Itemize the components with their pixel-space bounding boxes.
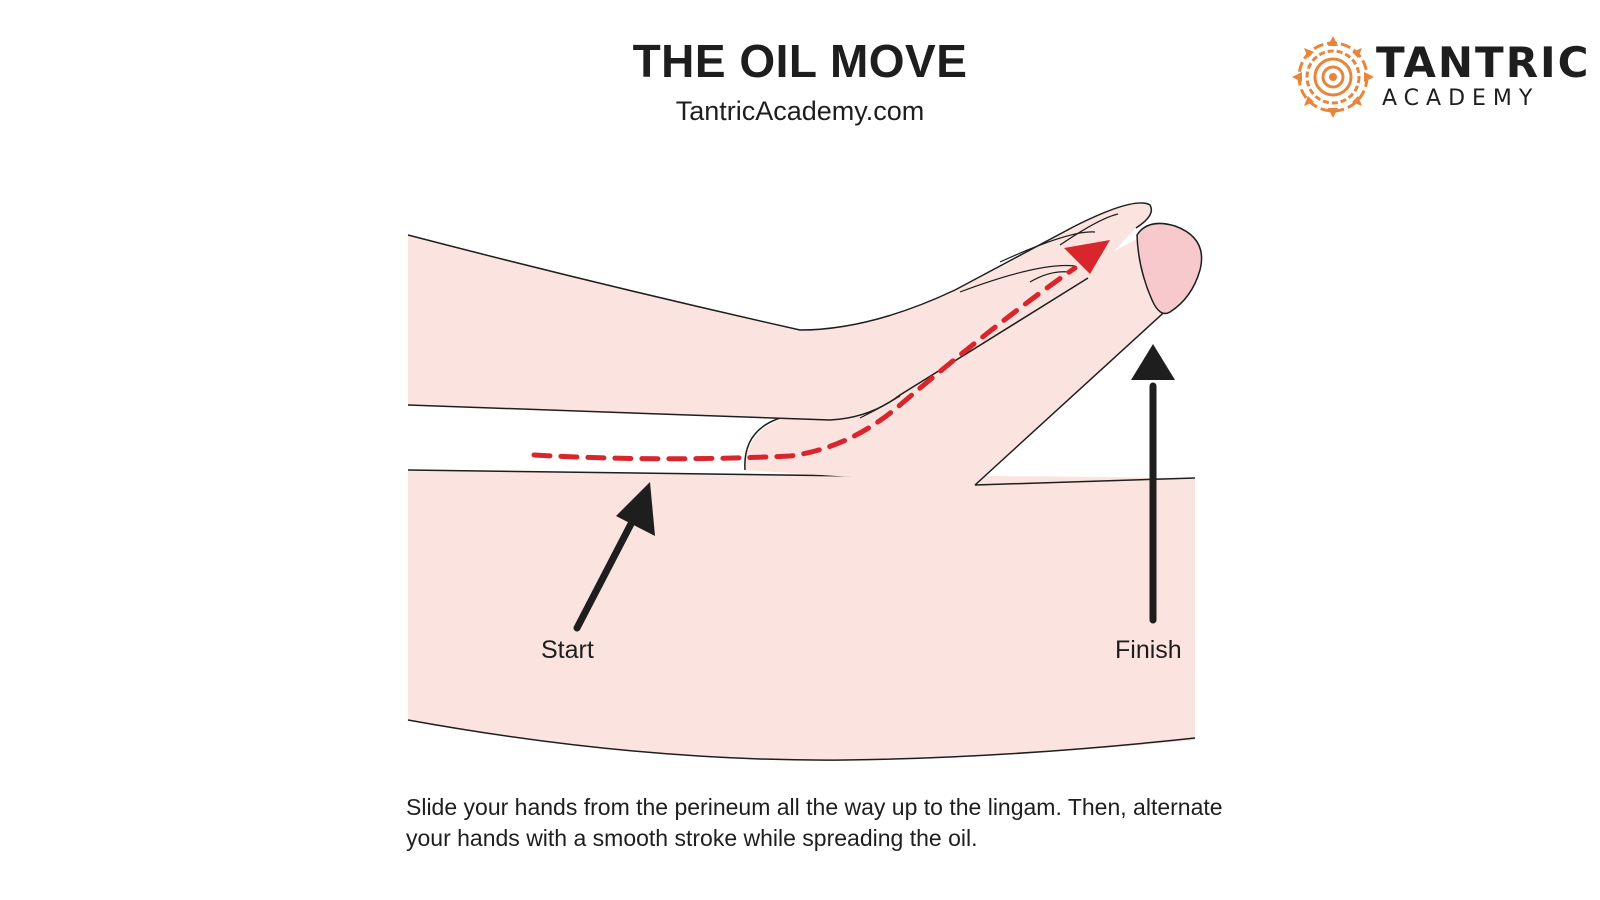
start-arrowhead <box>616 482 655 536</box>
lingam-tip <box>1136 222 1203 315</box>
hand <box>408 202 1152 420</box>
logo-subtitle: ACADEMY <box>1382 86 1540 111</box>
finish-arrowhead <box>1131 344 1175 380</box>
lower-body <box>408 470 1195 761</box>
mandala-icon <box>1292 36 1374 118</box>
stroke-path-arrowhead <box>1064 240 1110 274</box>
page-title: THE OIL MOVE <box>632 35 968 87</box>
lingam-shaft <box>745 235 1185 485</box>
brand-logo: TANTRIC ACADEMY <box>1290 34 1588 122</box>
logo-wordmark: TANTRIC <box>1376 38 1591 87</box>
start-arrow <box>573 516 637 632</box>
finish-label: Finish <box>1115 636 1182 664</box>
page-subtitle: TantricAcademy.com <box>675 96 925 126</box>
start-label: Start <box>541 636 594 664</box>
instruction-caption: Slide your hands from the perineum all t… <box>406 794 1223 851</box>
stroke-path <box>531 265 1078 462</box>
